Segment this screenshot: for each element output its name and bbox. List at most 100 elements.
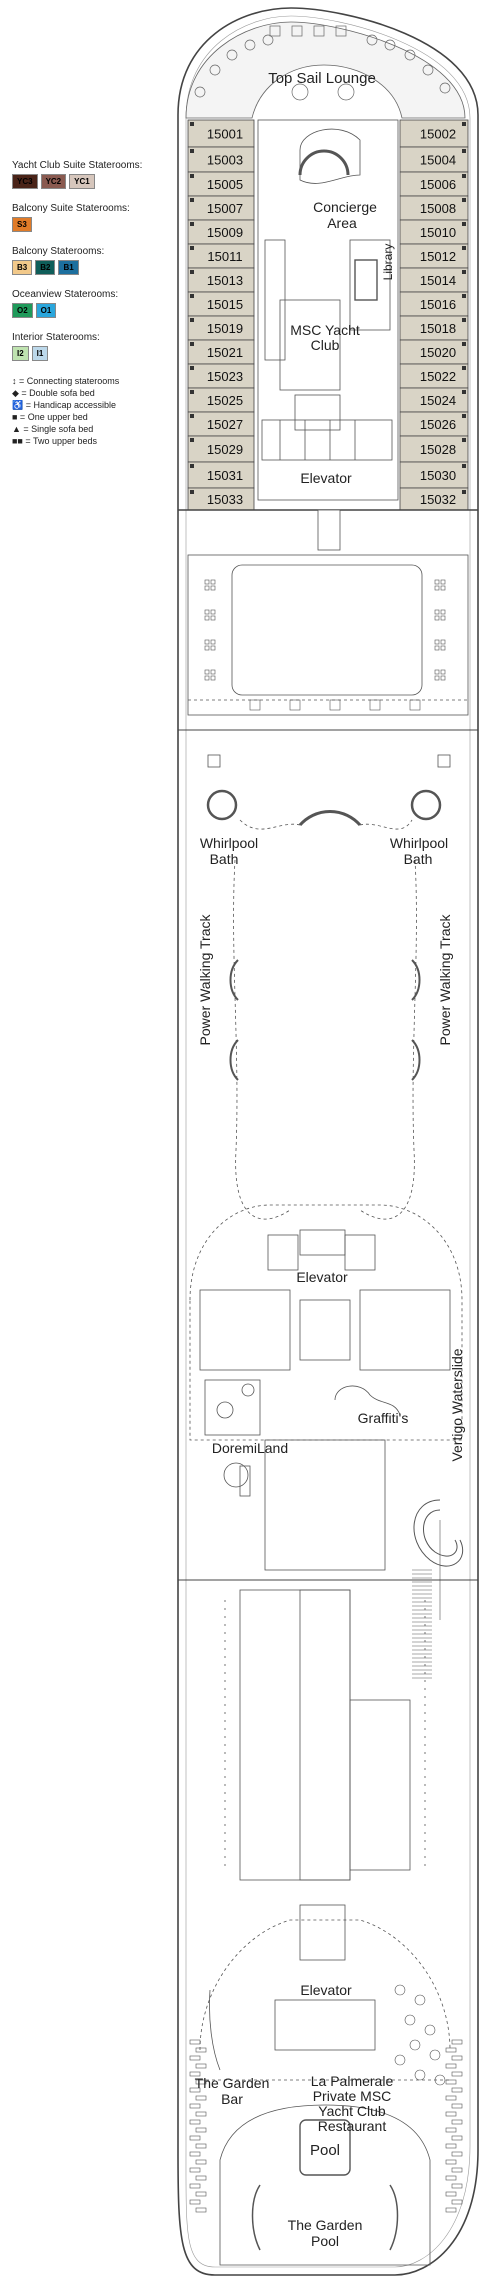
upper-bed-icon <box>190 390 194 394</box>
legend-swatch-yc3: YC3 <box>12 174 38 189</box>
la-palmerale-label-2: Private MSC <box>313 2088 392 2104</box>
upper-bed-icon <box>462 414 466 418</box>
sunbed <box>195 2143 207 2149</box>
sunbed <box>195 2207 207 2213</box>
upper-bed-icon <box>462 366 466 370</box>
legend-swatch-i2: I2 <box>12 346 29 361</box>
upper-bed-icon <box>462 464 466 468</box>
right-cabin-number: 15004 <box>420 153 456 168</box>
right-cabin[interactable] <box>399 339 469 365</box>
right-cabin[interactable] <box>399 219 469 245</box>
legend-key: ♿ = Handicap accessible <box>12 400 117 410</box>
msc-yacht-club-label: MSC Yacht <box>290 322 360 338</box>
left-cabin[interactable] <box>187 119 255 148</box>
right-cabin[interactable] <box>399 435 469 463</box>
upper-bed-icon <box>462 149 466 153</box>
left-cabin[interactable] <box>187 243 255 269</box>
upper-bed-icon <box>190 222 194 226</box>
left-cabin[interactable] <box>187 267 255 293</box>
left-cabin-number: 15011 <box>207 249 242 264</box>
sunbed <box>451 2103 463 2109</box>
left-cabin-number: 15019 <box>207 321 243 336</box>
right-cabin[interactable] <box>399 291 469 317</box>
whirlpool-left-label: Whirlpool <box>200 835 258 851</box>
right-cabin-number: 15018 <box>420 321 456 336</box>
right-cabin-number: 15024 <box>420 393 456 408</box>
mid-section <box>189 1204 463 1571</box>
left-cabin[interactable] <box>187 171 255 197</box>
msc-yacht-club-label-2: Club <box>311 337 340 353</box>
right-cabin[interactable] <box>399 411 469 437</box>
legend-swatch-b2: B2 <box>35 260 56 275</box>
garden-bar-label: The Garden <box>195 2075 270 2091</box>
left-cabin-number: 15005 <box>207 177 243 192</box>
sunbed <box>445 2159 457 2165</box>
right-cabin[interactable] <box>399 461 469 489</box>
legend-swatch-row: S3 <box>12 217 182 232</box>
sunbed <box>189 2119 201 2125</box>
right-cabin[interactable] <box>399 267 469 293</box>
whirlpool-deck <box>206 754 451 1220</box>
left-cabin[interactable] <box>187 219 255 245</box>
deck-chair <box>440 585 446 591</box>
sunbed <box>445 2095 457 2101</box>
right-cabin[interactable] <box>399 195 469 221</box>
left-cabin[interactable] <box>187 435 255 463</box>
deck-chair <box>440 675 446 681</box>
legend-group-title: Balcony Staterooms: <box>12 246 105 257</box>
right-cabin[interactable] <box>399 363 469 389</box>
left-cabin[interactable] <box>187 291 255 317</box>
elevator-fwd-label: Elevator <box>300 470 352 486</box>
right-cabin[interactable] <box>399 387 469 413</box>
right-cabin-number: 15012 <box>420 249 456 264</box>
left-cabin[interactable] <box>187 339 255 365</box>
upper-bed-icon <box>462 390 466 394</box>
upper-bed-icon <box>190 246 194 250</box>
whirlpool-right-bath-label: Bath <box>404 851 433 867</box>
lounge-seating <box>194 25 451 101</box>
deck-chair <box>249 699 261 711</box>
legend-group-title: Interior Staterooms: <box>12 332 100 343</box>
sunbed <box>445 2063 457 2069</box>
sunbed <box>195 2079 207 2085</box>
upper-bed-icon <box>190 198 194 202</box>
deck-chair <box>434 585 440 591</box>
la-palmerale-label-4: Restaurant <box>318 2118 387 2134</box>
concierge-label: Concierge <box>313 199 377 215</box>
left-cabin[interactable] <box>187 315 255 341</box>
sunbed <box>189 2199 201 2205</box>
left-cabin[interactable] <box>187 411 255 437</box>
deck-chair <box>434 675 440 681</box>
upper-bed-icon <box>462 174 466 178</box>
sunbeds <box>189 2039 463 2213</box>
left-cabin-number: 15015 <box>207 297 243 312</box>
left-cabin[interactable] <box>187 387 255 413</box>
garden-pool-label: The Garden <box>288 2217 363 2233</box>
elevator-mid-label: Elevator <box>296 1269 348 1285</box>
sunbed <box>189 2071 201 2077</box>
left-cabin[interactable] <box>187 461 255 489</box>
sunbed <box>195 2175 207 2181</box>
deck-chair <box>210 675 216 681</box>
sunbed <box>195 2159 207 2165</box>
right-cabin[interactable] <box>399 171 469 197</box>
upper-bed-icon <box>190 174 194 178</box>
upper-bed-icon <box>190 464 194 468</box>
cabins-right-column: 1500215004150061500815010150121501415016… <box>399 119 469 511</box>
legend-key: ◆ = Double sofa bed <box>12 388 95 398</box>
deck-chair <box>434 639 440 645</box>
sunbed <box>189 2167 201 2173</box>
la-palmerale-label-1: La Palmerale <box>311 2073 394 2089</box>
sunbed <box>195 2111 207 2117</box>
right-cabin-number: 15032 <box>420 492 456 507</box>
deck-chair <box>440 645 446 651</box>
legend-swatch-o2: O2 <box>12 303 33 318</box>
concierge-area-label: Area <box>327 215 357 231</box>
deck-chair <box>440 669 446 675</box>
left-cabin-number: 15027 <box>207 417 243 432</box>
walking-track-left-label: Power Walking Track <box>197 914 213 1046</box>
